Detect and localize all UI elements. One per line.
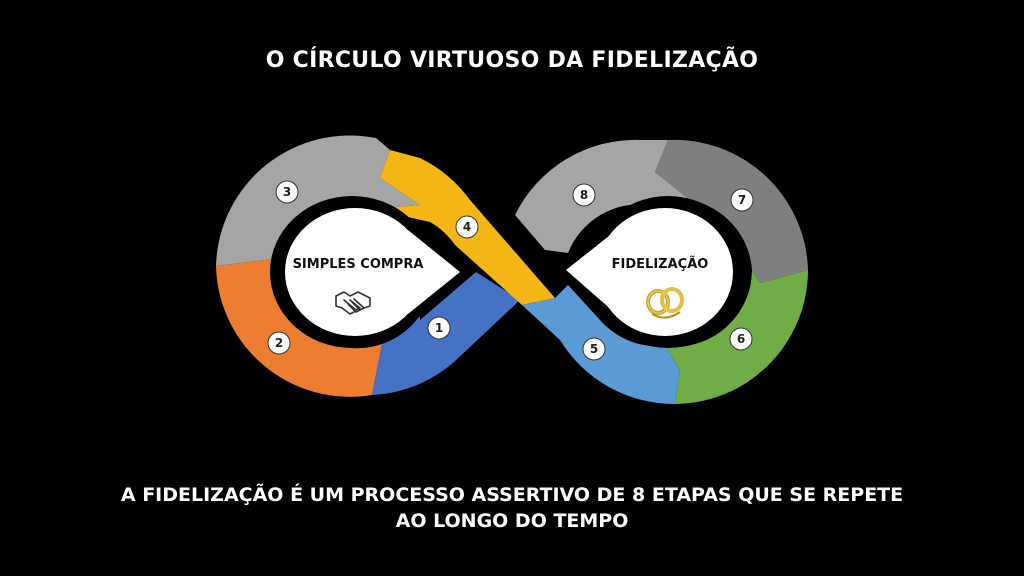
caption-line-2: AO LONGO DO TEMPO <box>395 510 629 532</box>
badge-4: 4 <box>455 215 479 239</box>
badge-6: 6 <box>729 327 753 351</box>
badge-5: 5 <box>582 337 606 361</box>
badge-3: 3 <box>275 180 299 204</box>
right-center-panel <box>597 208 733 336</box>
svg-text:8: 8 <box>580 188 588 202</box>
right-center-tip <box>566 232 614 312</box>
caption: A FIDELIZAÇÃO É UM PROCESSO ASSERTIVO DE… <box>0 482 1024 534</box>
handshake-icon <box>335 291 371 315</box>
caption-line-1: A FIDELIZAÇÃO É UM PROCESSO ASSERTIVO DE… <box>120 484 904 506</box>
badge-8: 8 <box>572 183 596 207</box>
segment-8 <box>515 139 690 253</box>
gold-rings-icon <box>646 287 684 319</box>
left-center-panel <box>285 208 425 336</box>
badge-1: 1 <box>427 316 451 340</box>
svg-text:1: 1 <box>435 321 443 335</box>
left-center-label: SIMPLES COMPRA <box>293 257 424 272</box>
svg-text:5: 5 <box>590 342 598 356</box>
svg-text:2: 2 <box>275 336 283 350</box>
left-center-tip <box>408 230 460 314</box>
segment-3 <box>216 135 420 266</box>
badge-7: 7 <box>730 188 754 212</box>
badge-2: 2 <box>267 331 291 355</box>
right-center-label: FIDELIZAÇÃO <box>612 256 709 272</box>
segment-7 <box>655 139 808 283</box>
svg-text:3: 3 <box>283 185 291 199</box>
svg-text:7: 7 <box>738 193 746 207</box>
diagram-title: O CÍRCULO VIRTUOSO DA FIDELIZAÇÃO <box>265 48 759 73</box>
svg-text:4: 4 <box>463 220 471 234</box>
svg-text:6: 6 <box>737 332 745 346</box>
